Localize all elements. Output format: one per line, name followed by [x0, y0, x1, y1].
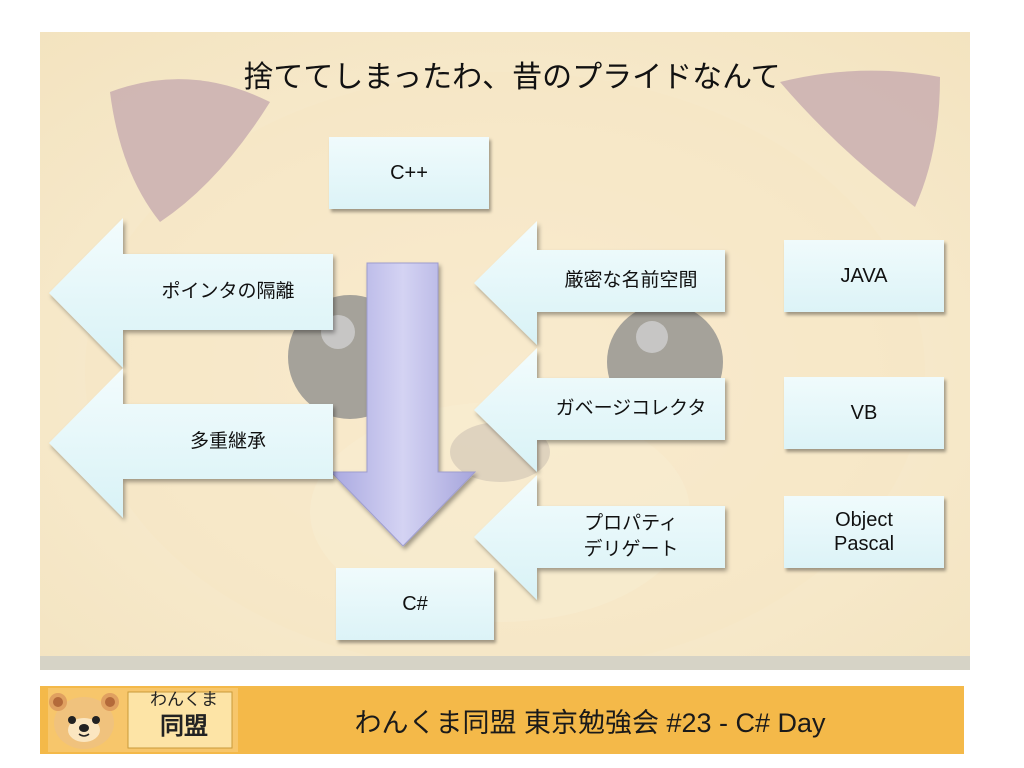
object-pascal-line2: Pascal	[833, 533, 895, 555]
box-cpp: C++	[329, 137, 489, 209]
box-vb: VB	[784, 377, 944, 449]
footer-title: わんくま同盟 東京勉強会 #23 - C# Day	[354, 707, 826, 738]
box-java: JAVA	[784, 240, 944, 312]
wankuma-logo-bear-icon	[48, 688, 238, 752]
left-arrow-property	[474, 475, 725, 600]
box-object-pascal: Object Pascal	[784, 496, 944, 568]
label-garbage-collector: ガベージコレクタ	[555, 398, 707, 419]
left-arrow-namespace	[474, 221, 725, 345]
right-ear-shape	[780, 70, 940, 207]
logo-line1: わんくま	[150, 690, 218, 710]
object-pascal-line1: Object	[835, 509, 893, 531]
slide-title: 捨ててしまったわ、昔のプライドなんて	[243, 60, 781, 95]
down-arrow	[329, 262, 477, 547]
left-ear-shape	[110, 79, 270, 222]
label-pointer-isolation: ポインタの隔離	[161, 281, 295, 302]
left-arrow-gc	[474, 348, 725, 472]
left-arrow-pointer	[49, 218, 333, 368]
logo-text: わんくま 同盟	[130, 689, 238, 741]
label-property-delegate: プロパティ デリゲート	[537, 506, 725, 568]
label-multiple-inheritance: 多重継承	[189, 430, 266, 452]
label-strict-namespace: 厳密な名前空間	[564, 270, 698, 291]
logo-line2: 同盟	[160, 712, 208, 740]
label-delegate: デリゲート	[583, 539, 679, 560]
box-csharp: C#	[336, 568, 494, 640]
left-arrow-inheritance	[49, 368, 333, 518]
label-property: プロパティ	[584, 513, 678, 534]
